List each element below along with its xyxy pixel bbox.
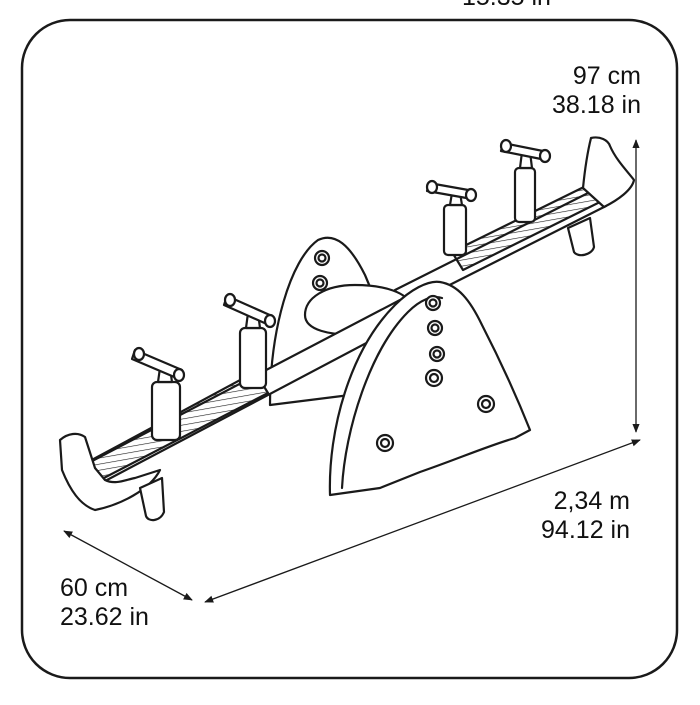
- left-backrest: [58, 432, 162, 512]
- length-imperial: 94.12 in: [541, 516, 630, 544]
- handle-left-far: [222, 292, 277, 390]
- frame-border: [20, 18, 679, 680]
- right-backrest: [581, 136, 636, 209]
- width-label: 60 cm 23.62 in: [60, 574, 149, 632]
- handle-right-near: [425, 179, 478, 257]
- seesaw-illustration: [58, 136, 636, 522]
- width-dimension-arrow: [63, 530, 193, 601]
- height-imperial: 38.18 in: [552, 91, 641, 119]
- width-imperial: 23.62 in: [60, 603, 149, 631]
- height-label: 97 cm 38.18 in: [552, 62, 641, 120]
- height-metric: 97 cm: [572, 62, 641, 90]
- length-metric: 2,34 m: [553, 487, 630, 515]
- right-foot: [566, 216, 596, 257]
- left-foot: [138, 476, 166, 522]
- width-metric: 60 cm: [60, 574, 129, 602]
- handle-left-near: [130, 346, 186, 442]
- top-partial-label: 15.35 in: [462, 0, 551, 12]
- length-dimension-arrow: [204, 439, 641, 603]
- handle-right-far: [499, 138, 552, 224]
- length-label: 2,34 m 94.12 in: [541, 487, 630, 545]
